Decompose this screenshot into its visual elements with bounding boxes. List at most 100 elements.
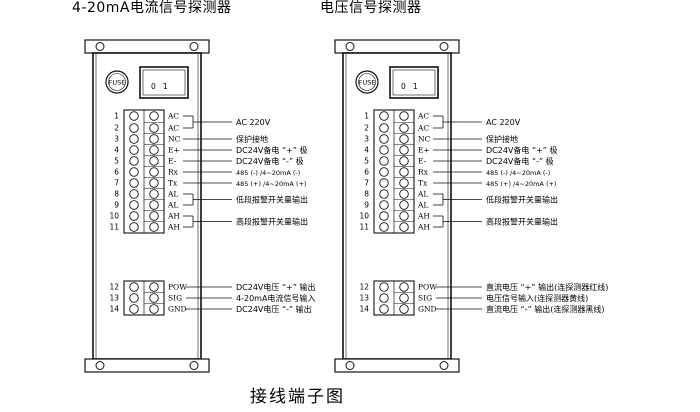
terminal-signal: Tx: [168, 179, 178, 188]
mounting-rail-bottom: [84, 358, 210, 373]
terminal-screw: [149, 156, 159, 166]
terminal-screw: [399, 222, 409, 232]
terminal-screw: [129, 189, 139, 199]
terminal-number: 8: [364, 190, 369, 199]
terminal-number: 6: [364, 168, 369, 177]
terminal-signal: SIG: [168, 294, 182, 303]
terminal-number: 9: [114, 201, 119, 210]
terminal-screw: [149, 304, 159, 314]
terminal-description: 高段报警开关量输出: [486, 217, 558, 227]
terminal-screw: [399, 156, 409, 166]
mounting-rail-bottom: [334, 358, 460, 373]
terminal-signal: AC: [417, 112, 429, 121]
terminal-signal: Rx: [168, 168, 179, 177]
switch-off-mark: 0: [151, 82, 156, 91]
terminal-description: 直流电压 “-” 输出(连探测器黑线): [486, 304, 605, 314]
fuse-ring: [358, 73, 376, 91]
terminal-number: 10: [359, 212, 369, 221]
terminal-screw: [379, 293, 389, 303]
terminal-description: 保护接地: [236, 134, 268, 144]
screw-hole: [189, 42, 199, 51]
terminal-screw: [129, 304, 139, 314]
terminal-screw: [379, 211, 389, 221]
terminal-signal: POW: [168, 283, 187, 292]
terminal-screw: [399, 282, 409, 292]
terminal-number: 12: [109, 283, 119, 292]
terminal-screw: [129, 156, 139, 166]
terminal-screw: [379, 156, 389, 166]
terminal-screw: [149, 167, 159, 177]
terminal-screw: [149, 293, 159, 303]
terminal-number: 12: [359, 283, 369, 292]
terminal-screw: [149, 145, 159, 155]
terminal-number: 9: [364, 201, 369, 210]
terminal-number: 13: [359, 294, 369, 303]
terminal-screw: [129, 178, 139, 188]
terminal-signal: AH: [417, 212, 430, 221]
terminal-number: 7: [364, 179, 369, 188]
terminal-screw: [379, 282, 389, 292]
switch-off-mark: 0: [401, 82, 406, 91]
screw-hole: [439, 361, 449, 370]
terminal-signal: AH: [167, 223, 180, 232]
terminal-screw: [129, 134, 139, 144]
terminal-screw: [399, 178, 409, 188]
terminal-description: 4-20mA电流信号输入: [236, 293, 315, 303]
terminal-number: 5: [114, 157, 119, 166]
terminal-signal: POW: [418, 283, 437, 292]
screw-hole: [95, 42, 105, 51]
terminal-description: 485 (+) /4~20mA (+): [486, 180, 556, 188]
terminal-screw: [129, 123, 139, 133]
terminal-signal: E+: [168, 146, 180, 155]
terminal-screw: [399, 211, 409, 221]
terminal-signal: AC: [167, 124, 179, 133]
diagram-caption: 接线端子图: [250, 387, 345, 407]
terminal-number: 1: [364, 112, 369, 121]
screw-hole: [345, 42, 355, 51]
terminal-signal: SIG: [418, 294, 432, 303]
fuse-label: FUSE: [109, 79, 126, 87]
switch-on-mark: 1: [413, 82, 418, 91]
screw-hole: [345, 361, 355, 370]
fuse-holder: [105, 70, 129, 94]
terminal-description: DC24V电压 “+” 输出: [236, 282, 315, 292]
terminal-signal: AH: [417, 223, 430, 232]
terminal-screw: [379, 123, 389, 133]
terminal-signal: AC: [167, 112, 179, 121]
terminal-screw: [149, 123, 159, 133]
terminal-screw: [399, 111, 409, 121]
switch-on-mark: 1: [163, 82, 168, 91]
terminal-number: 3: [364, 135, 369, 144]
panel-title: 电压信号探测器: [320, 0, 422, 16]
power-switch-rocker: [142, 69, 186, 96]
terminal-number: 14: [109, 305, 119, 314]
terminal-description: 485 (+) /4~20mA (+): [236, 180, 306, 188]
terminal-signal: Tx: [418, 179, 428, 188]
terminal-description: 485 (-) /4~20mA (-): [236, 169, 300, 177]
terminal-screw: [399, 145, 409, 155]
terminal-screw: [379, 167, 389, 177]
terminal-screw: [149, 222, 159, 232]
terminal-screw: [379, 304, 389, 314]
terminal-description: 低段报警开关量输出: [236, 195, 308, 205]
terminal-screw: [399, 134, 409, 144]
terminal-description: DC24V电压 “-” 输出: [236, 304, 312, 314]
screw-hole: [189, 361, 199, 370]
terminal-screw: [379, 222, 389, 232]
terminal-signal: AC: [417, 124, 429, 133]
terminal-description: 485 (-) /4~20mA (-): [486, 169, 550, 177]
terminal-screw: [399, 167, 409, 177]
terminal-signal: E-: [418, 157, 427, 166]
terminal-screw: [399, 200, 409, 210]
terminal-description: DC24V备电 “-” 极: [236, 156, 304, 166]
terminal-signal: AL: [167, 190, 178, 199]
fuse-holder: [355, 70, 379, 94]
power-switch: [389, 66, 439, 99]
terminal-signal: AH: [167, 212, 180, 221]
terminal-screw: [379, 200, 389, 210]
terminal-description: 高段报警开关量输出: [236, 217, 308, 227]
terminal-number: 14: [359, 305, 369, 314]
terminal-screw: [129, 211, 139, 221]
